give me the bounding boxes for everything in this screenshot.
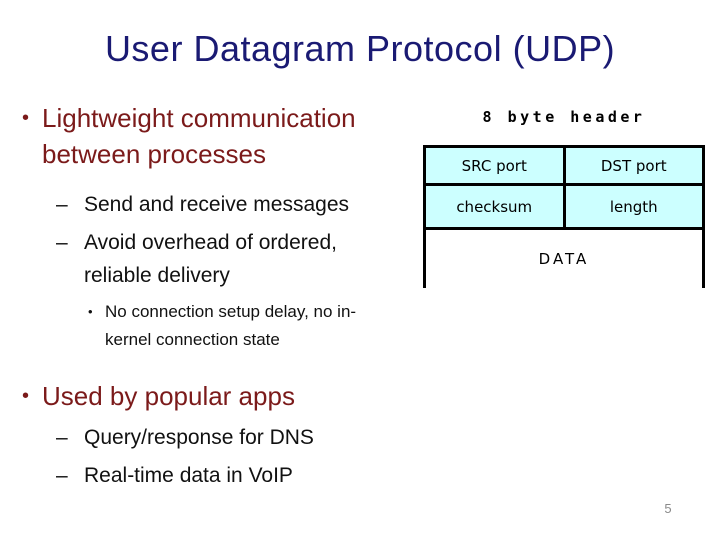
udp-header-row-ports: SRC port DST port <box>423 145 705 186</box>
bullet-avoid-overhead: – Avoid overhead of ordered, reliable de… <box>56 226 368 292</box>
bullet-text: Lightweight communication between proces… <box>42 103 356 169</box>
bullet-query-response-dns: – Query/response for DNS <box>56 421 396 454</box>
page-number: 5 <box>664 501 672 516</box>
bullet-dash-marker: – <box>56 426 68 449</box>
src-port-cell: SRC port <box>423 145 566 186</box>
bullet-text: No connection setup delay, no in-kernel … <box>105 302 357 349</box>
udp-header-size-label: 8 byte header <box>482 108 646 126</box>
bullet-text: Send and receive messages <box>84 193 349 216</box>
bullet-send-receive: – Send and receive messages <box>56 188 396 221</box>
bullet-text: Query/response for DNS <box>84 426 314 449</box>
length-cell: length <box>565 186 705 230</box>
bullet-dot-marker: • <box>22 385 30 407</box>
udp-header-row-checksum-length: checksum length <box>423 186 705 230</box>
bullet-realtime-voip: – Real-time data in VoIP <box>56 459 396 492</box>
bullet-lightweight-communication: • Lightweight communication between proc… <box>22 100 402 172</box>
bullet-text: Real-time data in VoIP <box>84 464 293 487</box>
bullet-dash-marker: – <box>56 231 68 254</box>
bullet-used-by-popular-apps: • Used by popular apps <box>22 378 402 414</box>
bullet-dash-marker: – <box>56 193 68 216</box>
bullet-no-connection-setup: • No connection setup delay, no in-kerne… <box>88 298 388 354</box>
udp-header-diagram: SRC port DST port checksum length DATA <box>423 145 705 288</box>
bullet-dot-marker: • <box>88 304 93 319</box>
slide-title: User Datagram Protocol (UDP) <box>104 28 616 69</box>
checksum-cell: checksum <box>423 186 566 230</box>
data-cell: DATA <box>423 230 705 288</box>
bullet-dot-marker: • <box>22 107 30 129</box>
dst-port-cell: DST port <box>565 145 705 186</box>
bullet-dash-marker: – <box>56 464 68 487</box>
bullet-text: Avoid overhead of ordered, reliable deli… <box>84 231 337 287</box>
bullet-text: Used by popular apps <box>42 381 295 411</box>
